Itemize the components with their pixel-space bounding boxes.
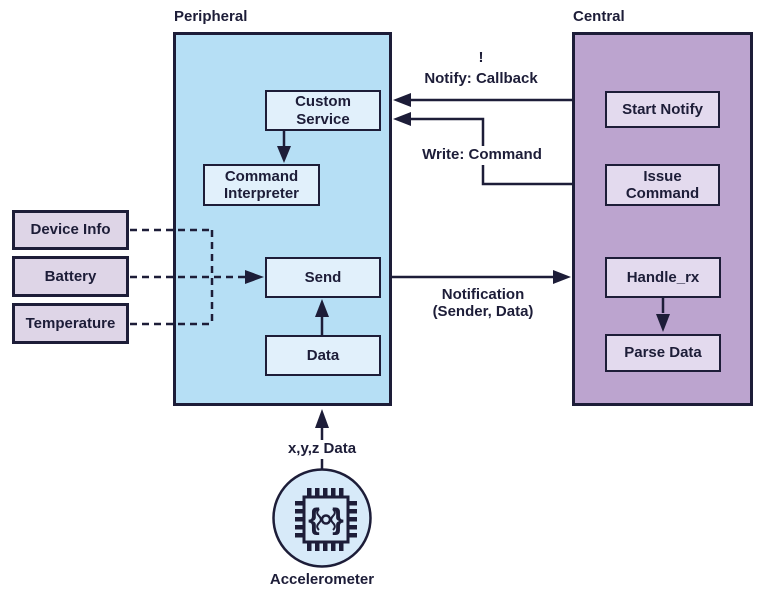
battery-node: Battery (12, 256, 129, 297)
notify-callback-label: Notify: Callback (424, 70, 538, 87)
write-command-label: Write: Command (404, 146, 560, 165)
temperature-node: Temperature (12, 303, 129, 344)
command-interpreter-node: Command Interpreter (203, 164, 320, 206)
notify-exclamation-label: ! (478, 49, 484, 66)
send-node: Send (265, 257, 381, 298)
peripheral-title: Peripheral (174, 8, 248, 25)
issue-command-node: Issue Command (605, 164, 720, 206)
svg-text:{: { (308, 503, 320, 536)
handle-rx-node: Handle_rx (605, 257, 721, 298)
parse-data-node: Parse Data (605, 334, 721, 372)
start-notify-node: Start Notify (605, 91, 720, 128)
accelerometer-chip-icon: { } (272, 468, 372, 568)
xyz-data-label: x,y,z Data (266, 440, 378, 459)
central-title: Central (573, 8, 625, 25)
notification-label: Notification (Sender, Data) (432, 286, 534, 320)
data-node: Data (265, 335, 381, 376)
device-info-node: Device Info (12, 210, 129, 250)
svg-text:}: } (332, 503, 344, 536)
notify-callback-arrow (393, 93, 572, 107)
notification-arrow (392, 270, 571, 284)
custom-service-node: Custom Service (265, 90, 381, 131)
accelerometer-label: Accelerometer (269, 571, 375, 588)
